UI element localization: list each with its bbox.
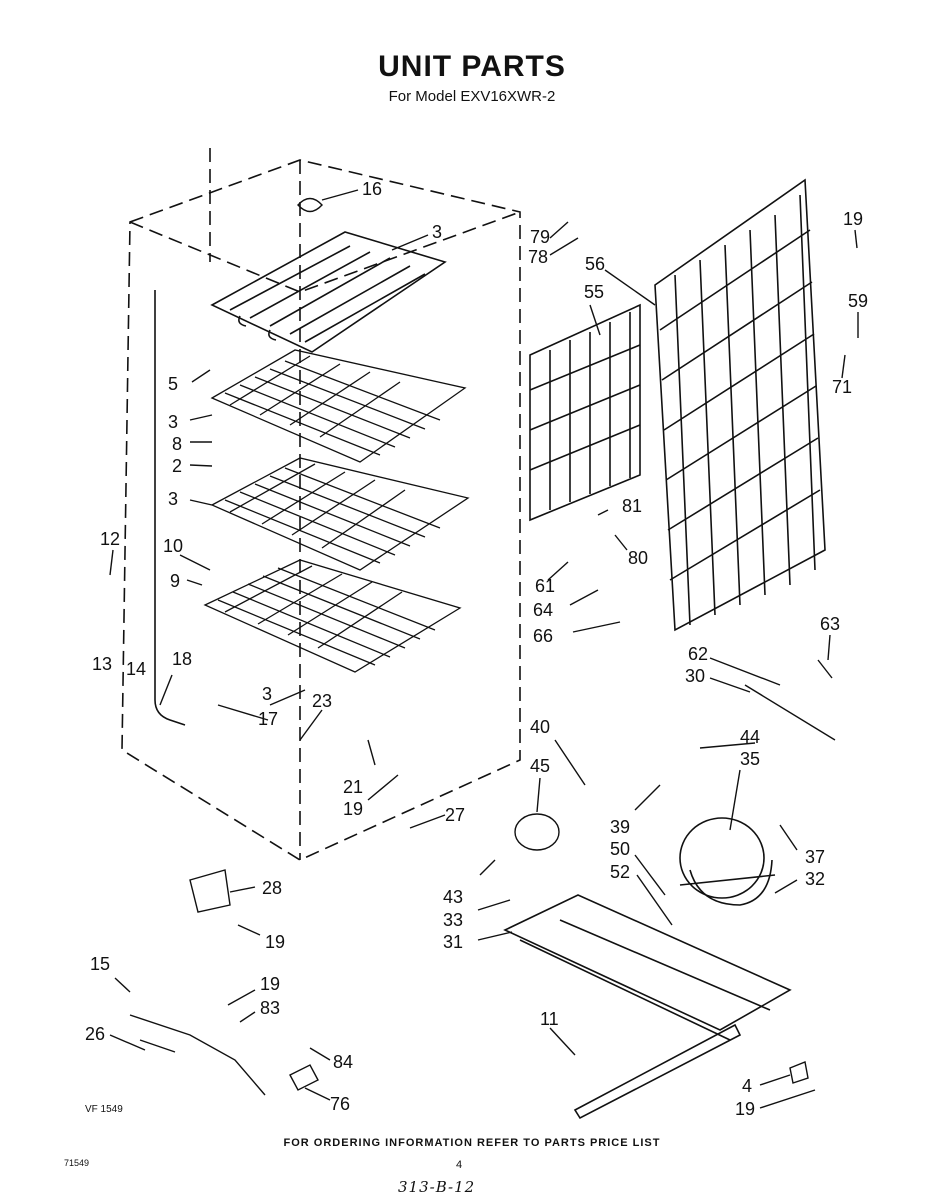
callout-78: 78 — [528, 247, 548, 267]
callout-19: 19 — [343, 799, 363, 819]
callout-84: 84 — [333, 1052, 353, 1072]
wire-shelf — [203, 559, 462, 673]
callout-62: 62 — [688, 644, 708, 664]
callout-19: 19 — [260, 974, 280, 994]
handwritten-note: 313-B-12 — [398, 1178, 476, 1196]
callout-32: 32 — [805, 869, 825, 889]
callout-37: 37 — [805, 847, 825, 867]
drain-tube — [154, 290, 186, 726]
wire-shelf — [210, 457, 470, 571]
callout-12: 12 — [100, 529, 120, 549]
callout-33: 33 — [443, 910, 463, 930]
callout-18: 18 — [172, 649, 192, 669]
callout-3: 3 — [168, 412, 178, 432]
callout-2: 2 — [172, 456, 182, 476]
callout-59: 59 — [848, 291, 868, 311]
callout-13: 13 — [92, 654, 112, 674]
callout-15: 15 — [90, 954, 110, 974]
page-title: UNIT PARTS — [378, 50, 566, 83]
callout-26: 26 — [85, 1024, 105, 1044]
callout-45: 45 — [530, 756, 550, 776]
document-code: 71549 — [64, 1158, 90, 1168]
callout-76: 76 — [330, 1094, 350, 1114]
callout-numbers: 16 3 5 3 8 2 3 12 10 9 13 14 18 3 23 17 … — [85, 179, 868, 1119]
model-subtitle: For Model EXV16XWR-2 — [388, 88, 556, 105]
page-number: 4 — [456, 1159, 463, 1171]
condenser-coil-large — [654, 178, 826, 632]
callout-11: 11 — [540, 1009, 559, 1029]
callout-19: 19 — [735, 1099, 755, 1119]
callout-63: 63 — [820, 614, 840, 634]
callout-17: 17 — [258, 709, 278, 729]
callout-81: 81 — [622, 496, 642, 516]
callout-44: 44 — [740, 727, 760, 747]
callout-21: 21 — [343, 777, 363, 797]
callout-39: 39 — [610, 817, 630, 837]
callout-8: 8 — [172, 434, 182, 454]
evaporator-coil-top — [210, 231, 447, 353]
callout-71: 71 — [832, 377, 852, 397]
callout-40: 40 — [530, 717, 550, 737]
base-frame — [503, 894, 792, 1120]
leader-lines — [109, 189, 859, 1109]
callout-64: 64 — [533, 600, 553, 620]
cabinet-outline — [121, 148, 521, 861]
callout-23: 23 — [312, 691, 332, 711]
callout-10: 10 — [163, 536, 183, 556]
callout-52: 52 — [610, 862, 630, 882]
callout-35: 35 — [740, 749, 760, 769]
callout-83: 83 — [260, 998, 280, 1018]
callout-43: 43 — [443, 887, 463, 907]
callout-3: 3 — [432, 222, 442, 242]
callout-27: 27 — [445, 805, 465, 825]
callout-28: 28 — [262, 878, 282, 898]
callout-4: 4 — [742, 1076, 752, 1096]
callout-3: 3 — [168, 489, 178, 509]
callout-79: 79 — [530, 227, 550, 247]
callout-80: 80 — [628, 548, 648, 568]
callout-19: 19 — [265, 932, 285, 952]
callout-56: 56 — [585, 254, 605, 274]
callout-61: 61 — [535, 576, 555, 596]
condenser-panel-small — [529, 303, 641, 522]
callout-19: 19 — [843, 209, 863, 229]
figure-code: VF 1549 — [85, 1104, 123, 1115]
compressor — [679, 817, 776, 906]
callout-66: 66 — [533, 626, 553, 646]
ordering-note: FOR ORDERING INFORMATION REFER TO PARTS … — [283, 1137, 661, 1149]
callout-16: 16 — [362, 179, 382, 199]
wire-shelf — [210, 349, 467, 463]
callout-50: 50 — [610, 839, 630, 859]
callout-14: 14 — [126, 659, 146, 679]
callout-3: 3 — [262, 684, 272, 704]
callout-9: 9 — [170, 571, 180, 591]
small-parts — [129, 197, 836, 1096]
callout-31: 31 — [443, 932, 463, 952]
callout-30: 30 — [685, 666, 705, 686]
callout-55: 55 — [584, 282, 604, 302]
callout-5: 5 — [168, 374, 178, 394]
